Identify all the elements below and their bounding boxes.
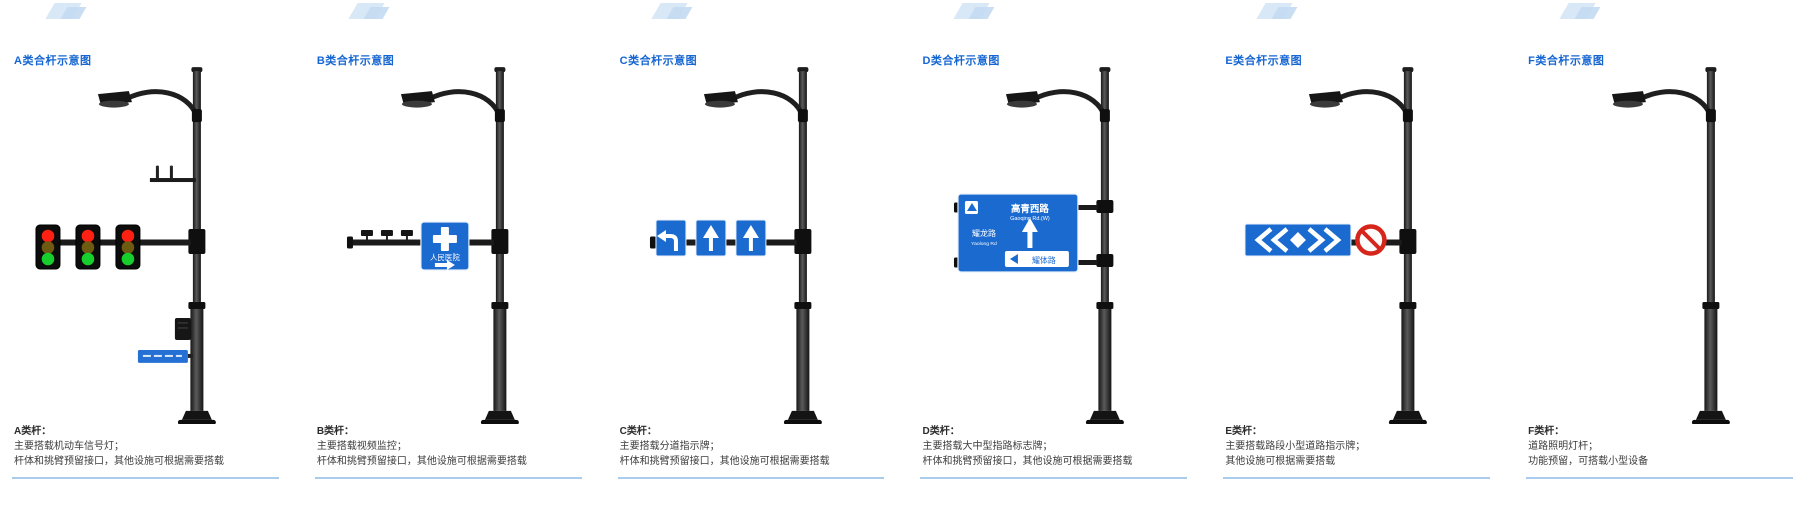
pole-desc-line: 主要搭载路段小型道路指示牌； bbox=[1225, 441, 1366, 452]
traffic-signal-icon bbox=[35, 224, 61, 270]
pole-structure bbox=[1612, 67, 1730, 424]
section-underline bbox=[617, 477, 885, 479]
pole-desc-line: 杆体和挑臂预留接口，其他设施可根据需要搭载 bbox=[316, 456, 527, 467]
upper-bracket-arm bbox=[149, 165, 196, 183]
left-arrow-icon bbox=[1010, 253, 1019, 264]
right-arrow-icon bbox=[434, 259, 455, 270]
corner-decoration bbox=[969, 7, 995, 19]
pole-type-title: D类合杆示意图 bbox=[922, 55, 1000, 67]
pole-column-d: D类合杆示意图 高青西路 Gaoqing Rd.(W) 耀龙路 Yaol bbox=[908, 0, 1211, 522]
guide-sign-road-top: 高青西路 bbox=[1011, 203, 1049, 215]
pole-description: A类杆： 主要搭载机动车信号灯； 杆体和挑臂预留接口，其他设施可根据需要搭载 bbox=[14, 424, 295, 469]
pole-column-e: E类合杆示意图 E类杆： 主要搭载路段小型道路指示牌； 其他设施可根据需要搭载 bbox=[1211, 0, 1514, 522]
pole-description: F类杆： 道路照明灯杆； 功能预留，可搭载小型设备 bbox=[1528, 424, 1809, 469]
guide-sign-road-left-en: Yaolong Rd bbox=[972, 241, 998, 247]
pole-desc-line: 功能预留，可搭载小型设备 bbox=[1528, 456, 1649, 467]
hospital-sign: 人民医院 bbox=[420, 221, 470, 271]
pole-column-a: A类合杆示意图 bbox=[0, 0, 303, 522]
pole-desc-line: 杆体和挑臂预留接口，其他设施可根据需要搭载 bbox=[922, 456, 1133, 467]
chevron-sign bbox=[1244, 223, 1352, 257]
section-underline bbox=[1223, 477, 1491, 479]
pole-label: D类杆： bbox=[922, 426, 960, 437]
pole-desc-line: 道路照明灯杆； bbox=[1528, 441, 1599, 452]
traffic-signal-icon bbox=[115, 224, 141, 270]
pole-type-title: E类合杆示意图 bbox=[1225, 55, 1303, 67]
pole-illustration-d: 高青西路 Gaoqing Rd.(W) 耀龙路 Yaolong Rd 耀体路 bbox=[954, 64, 1211, 424]
pole-label: C类杆： bbox=[619, 426, 657, 437]
pole-desc-line: 主要搭载大中型指路标志牌； bbox=[922, 441, 1053, 452]
pole-desc-line: 杆体和挑臂预留接口，其他设施可根据需要搭载 bbox=[14, 456, 224, 467]
pole-illustration-a bbox=[35, 64, 303, 424]
traffic-signal-icon bbox=[75, 224, 101, 270]
pole-illustration-c bbox=[649, 64, 909, 424]
pole-column-b: B类合杆示意图 人民医院 B类杆： 主要搭载视频监控； bbox=[303, 0, 606, 522]
lane-sign-straight bbox=[695, 219, 727, 257]
section-underline bbox=[920, 477, 1188, 479]
pole-desc-line: 主要搭载分道指示牌； bbox=[619, 441, 720, 452]
equipment-box bbox=[174, 317, 191, 340]
street-name-sign bbox=[137, 349, 193, 363]
pole-description: B类杆： 主要搭载视频监控； 杆体和挑臂预留接口，其他设施可根据需要搭载 bbox=[317, 424, 598, 469]
pole-label: E类杆： bbox=[1225, 426, 1262, 437]
pole-illustration-f bbox=[1514, 64, 1817, 424]
guide-sign: 高青西路 Gaoqing Rd.(W) 耀龙路 Yaolong Rd 耀体路 bbox=[957, 193, 1079, 273]
pole-desc-line: 杆体和挑臂预留接口，其他设施可根据需要搭载 bbox=[619, 456, 830, 467]
camera-icon bbox=[360, 230, 413, 241]
pole-label: A类杆： bbox=[14, 426, 52, 437]
pole-type-title: F类合杆示意图 bbox=[1528, 55, 1605, 67]
pole-description: E类杆： 主要搭载路段小型道路指示牌； 其他设施可根据需要搭载 bbox=[1225, 424, 1506, 469]
pole-label: B类杆： bbox=[316, 426, 355, 437]
pole-column-c: C类合杆示意图 C类杆： 主要搭载分道指示牌； 杆体和挑臂预留接口，其他设施可根… bbox=[606, 0, 909, 522]
prohibition-sign bbox=[1355, 224, 1387, 256]
pole-desc-line: 主要搭载机动车信号灯； bbox=[14, 441, 124, 452]
pole-desc-line: 其他设施可根据需要搭载 bbox=[1225, 456, 1336, 467]
up-arrow-icon bbox=[1022, 218, 1039, 233]
guide-sign-road-bottom: 耀体路 bbox=[1032, 255, 1056, 265]
pole-desc-line: 主要搭载视频监控； bbox=[316, 441, 407, 452]
section-underline bbox=[12, 477, 279, 479]
pole-illustration-e bbox=[1244, 64, 1514, 424]
pole-type-title: B类合杆示意图 bbox=[316, 55, 395, 67]
lane-sign-left-turn bbox=[655, 219, 687, 257]
pole-description: C类杆： 主要搭载分道指示牌； 杆体和挑臂预留接口，其他设施可根据需要搭载 bbox=[620, 424, 901, 469]
section-underline bbox=[314, 477, 582, 479]
pole-label: F类杆： bbox=[1528, 426, 1565, 437]
pole-column-f: F类合杆示意图 F类杆： 道路照明灯杆； 功能预留，可搭载小型设备 bbox=[1514, 0, 1817, 522]
section-underline bbox=[1526, 477, 1793, 479]
guide-sign-road-left: 耀龙路 bbox=[972, 228, 996, 238]
pole-illustration-b: 人民医院 bbox=[346, 64, 606, 424]
pole-type-title: A类合杆示意图 bbox=[14, 55, 92, 67]
hospital-sign-text: 人民医院 bbox=[430, 252, 460, 262]
pole-type-title: C类合杆示意图 bbox=[619, 55, 698, 67]
pole-description: D类杆： 主要搭载大中型指路标志牌； 杆体和挑臂预留接口，其他设施可根据需要搭载 bbox=[922, 424, 1203, 469]
lane-sign-straight bbox=[735, 219, 767, 257]
